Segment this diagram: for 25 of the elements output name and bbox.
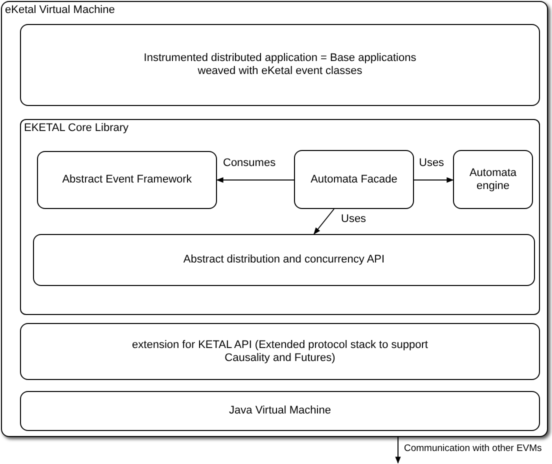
component-box bbox=[20, 24, 540, 106]
box-label: Instrumented distributed application = Base applications weaved with eKetal event classes bbox=[142, 52, 418, 78]
arrow bbox=[414, 177, 454, 183]
component-box bbox=[37, 151, 217, 209]
container-panel bbox=[1, 1, 548, 437]
component-box bbox=[20, 119, 540, 315]
component-box bbox=[33, 234, 535, 286]
arrow bbox=[216, 177, 294, 183]
arrow bbox=[395, 436, 401, 464]
component-box bbox=[294, 150, 414, 209]
component-box bbox=[453, 150, 533, 209]
arrow bbox=[314, 208, 334, 235]
box-label: extension for KETAL API (Extended protocol stack to support Causality and Futures) bbox=[131, 338, 429, 364]
box-label: Automata engine bbox=[468, 166, 518, 192]
box-label: Abstract distribution and concurrency API bbox=[182, 254, 386, 266]
edge-label: Uses bbox=[340, 213, 368, 225]
panel-title: eKetal Virtual Machine bbox=[5, 4, 115, 17]
component-box bbox=[20, 391, 540, 431]
box-label: Abstract Event Framework bbox=[61, 174, 193, 186]
box-label: Automata Facade bbox=[310, 173, 398, 186]
box-label: Java Virtual Machine bbox=[228, 404, 332, 418]
edge-label: Uses bbox=[418, 157, 446, 169]
panel-title: EKETAL Core Library bbox=[24, 122, 129, 135]
edge-label: Consumes bbox=[222, 157, 277, 169]
component-box bbox=[20, 323, 540, 380]
